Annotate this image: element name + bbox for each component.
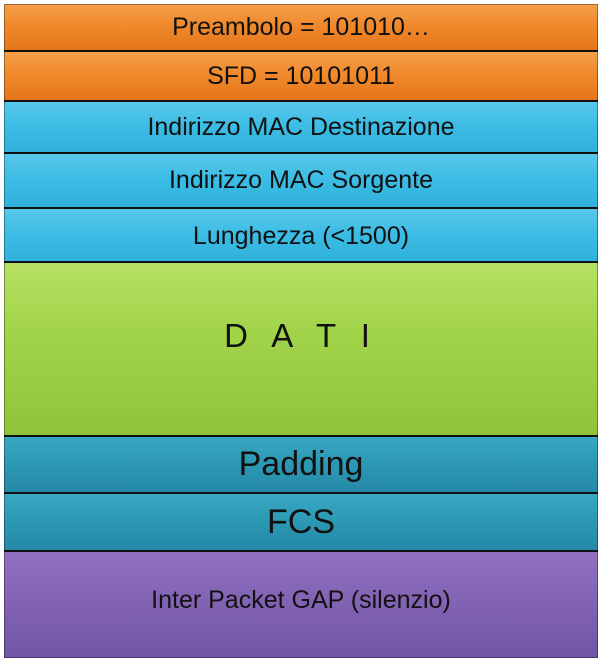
source-mac-field: Indirizzo MAC Sorgente [4,152,598,207]
preamble-label: Preambolo = 101010… [172,12,430,41]
ethernet-frame-diagram: Preambolo = 101010… SFD = 10101011 Indir… [4,4,598,658]
sfd-field: SFD = 10101011 [4,50,598,100]
data-label: D A T I [224,317,378,354]
inter-packet-gap-label: Inter Packet GAP (silenzio) [151,586,451,614]
inter-packet-gap-field: Inter Packet GAP (silenzio) [4,550,598,658]
padding-field: Padding [4,435,598,492]
length-label: Lunghezza (<1500) [192,221,410,250]
fcs-label: FCS [267,502,335,541]
source-mac-label: Indirizzo MAC Sorgente [168,166,433,194]
data-field: D A T I [4,261,598,435]
padding-label: Padding [238,445,364,483]
fcs-field: FCS [4,492,598,550]
preamble-field: Preambolo = 101010… [4,4,598,50]
destination-mac-label: Indirizzo MAC Destinazione [147,112,455,141]
destination-mac-field: Indirizzo MAC Destinazione [4,100,598,152]
length-field: Lunghezza (<1500) [4,207,598,261]
sfd-label: SFD = 10101011 [207,61,395,90]
